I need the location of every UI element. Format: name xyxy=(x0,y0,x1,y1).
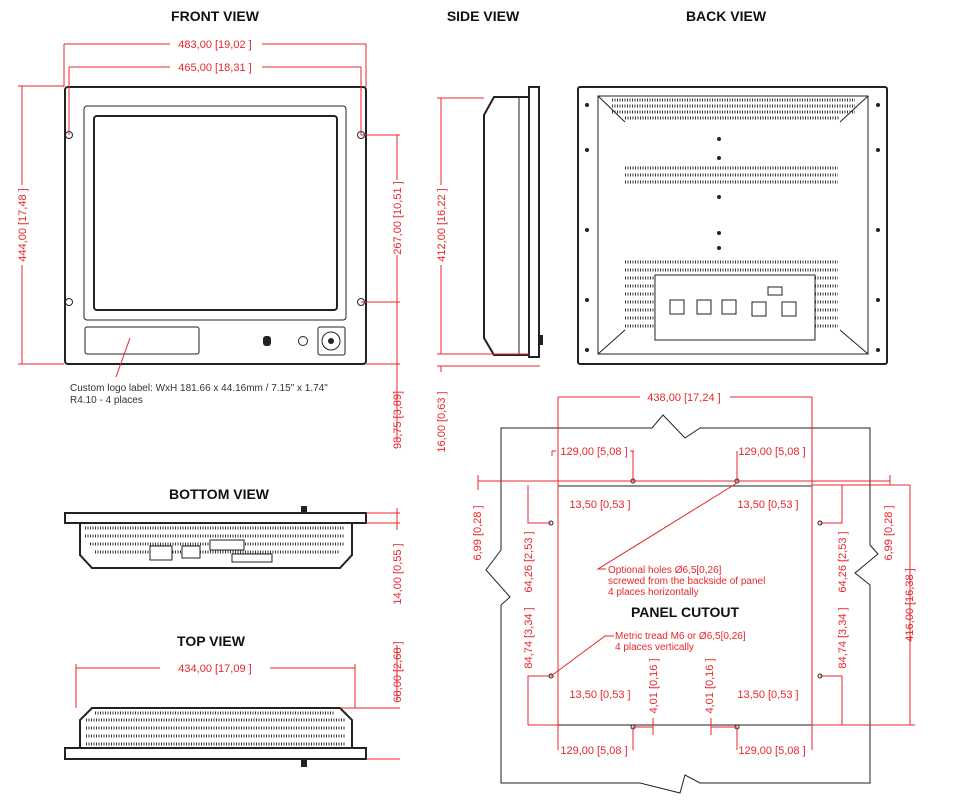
side-body xyxy=(483,96,530,356)
screw-icon xyxy=(65,131,365,306)
panel-outline xyxy=(485,414,879,794)
dim-height: 444,00 [17,48 ] xyxy=(17,188,29,261)
side-front-plate xyxy=(528,86,540,358)
dim-bottom-depth: 14,00 [0,55 ] xyxy=(392,543,404,604)
dim-bottom-offset-left: 4,01 [0,16 ] xyxy=(648,658,660,713)
dim-top-depth: 68,00 [2,68 ] xyxy=(392,641,404,702)
top-view-title: TOP VIEW xyxy=(177,633,246,649)
dim-side-height: 412,00 [16,22 ] xyxy=(436,188,448,261)
logo-note-line1: Custom logo label: WxH 181.66 x 44.16mm … xyxy=(70,383,328,394)
dim-v-inset-tl: 13,50 [0,53 ] xyxy=(569,499,630,511)
front-view-title: FRONT VIEW xyxy=(171,8,260,24)
top-view: TOP VIEW 434,00 [17,09 ] 68,00 [2,68 ] xyxy=(64,633,404,767)
bottom-view: BOTTOM VIEW 14,00 [0,55 ] xyxy=(64,486,404,605)
dim-v2-right: 84,74 [3,34 ] xyxy=(837,607,849,668)
back-view: BACK VIEW xyxy=(577,8,888,365)
dim-h-hole-bl: 129,00 [5,08 ] xyxy=(560,745,627,757)
panel-cutout: PANEL CUTOUT 438,00 [17,24 ] 129,00 [5,0… xyxy=(472,392,916,794)
power-button-icon xyxy=(298,336,308,346)
note1-line2: screwed from the backside of panel xyxy=(608,576,765,587)
bottom-view-title: BOTTOM VIEW xyxy=(169,486,270,502)
dim-h-hole-tl: 129,00 [5,08 ] xyxy=(560,446,627,458)
dim-hole-offset: 98,75 [3,89] xyxy=(392,391,404,449)
note2-line2: 4 places vertically xyxy=(615,642,694,653)
dim-edge-left: 6,99 [0,28 ] xyxy=(472,505,484,560)
dim-width-holes: 465,00 [18,31 ] xyxy=(178,62,251,74)
note1-line3: 4 places horizontally xyxy=(608,587,699,598)
leader-line xyxy=(115,337,131,378)
cutout-dimension-lines xyxy=(477,396,910,725)
cutout-title: PANEL CUTOUT xyxy=(631,604,740,620)
dim-hole-spacing: 267,00 [10,51 ] xyxy=(392,181,404,254)
dim-h-hole-tr: 129,00 [5,08 ] xyxy=(738,446,805,458)
dimension-lines xyxy=(18,43,400,440)
knob-icon xyxy=(263,336,271,346)
dim-v1-right: 64,26 [2,53 ] xyxy=(837,531,849,592)
dim-v-inset-bl: 13,50 [0,53 ] xyxy=(569,689,630,701)
leader-lines xyxy=(550,482,738,677)
dim-width-outer: 483,00 [19,02 ] xyxy=(178,39,251,51)
back-view-title: BACK VIEW xyxy=(686,8,767,24)
side-view: SIDE VIEW 412,00 [16,22 ] 16,00 [0,63 ] xyxy=(436,8,543,453)
logo-label-area xyxy=(84,326,200,355)
front-view: FRONT VIEW Custom logo label: WxH 181.66… xyxy=(17,8,404,449)
dim-v1-left: 64,26 [2,53 ] xyxy=(523,531,535,592)
dim-v-inset-br: 13,50 [0,53 ] xyxy=(737,689,798,701)
logo-note-line2: R4.10 - 4 places xyxy=(70,395,143,406)
front-bezel xyxy=(83,105,347,321)
joystick-icon xyxy=(317,326,346,356)
dim-v2-left: 84,74 [3,34 ] xyxy=(523,607,535,668)
dim-v-inset-tr: 13,50 [0,53 ] xyxy=(737,499,798,511)
dim-top-width: 434,00 [17,09 ] xyxy=(178,663,251,675)
front-frame xyxy=(64,86,367,365)
dim-bottom-offset-right: 4,01 [0,16 ] xyxy=(704,658,716,713)
dim-cutout-height: 416,00 [16,38 ] xyxy=(904,568,916,641)
dim-h-hole-br: 129,00 [5,08 ] xyxy=(738,745,805,757)
display-screen xyxy=(93,115,338,311)
note1-line1: Optional holes Ø6,5[0,26] xyxy=(608,565,722,576)
dim-cutout-width: 438,00 [17,24 ] xyxy=(647,392,720,404)
dim-side-plate: 16,00 [0,63 ] xyxy=(436,391,448,452)
dim-edge-right: 6,99 [0,28 ] xyxy=(883,505,895,560)
note2-line1: Metric tread M6 or Ø6,5[0,26] xyxy=(615,631,746,642)
side-view-title: SIDE VIEW xyxy=(447,8,520,24)
